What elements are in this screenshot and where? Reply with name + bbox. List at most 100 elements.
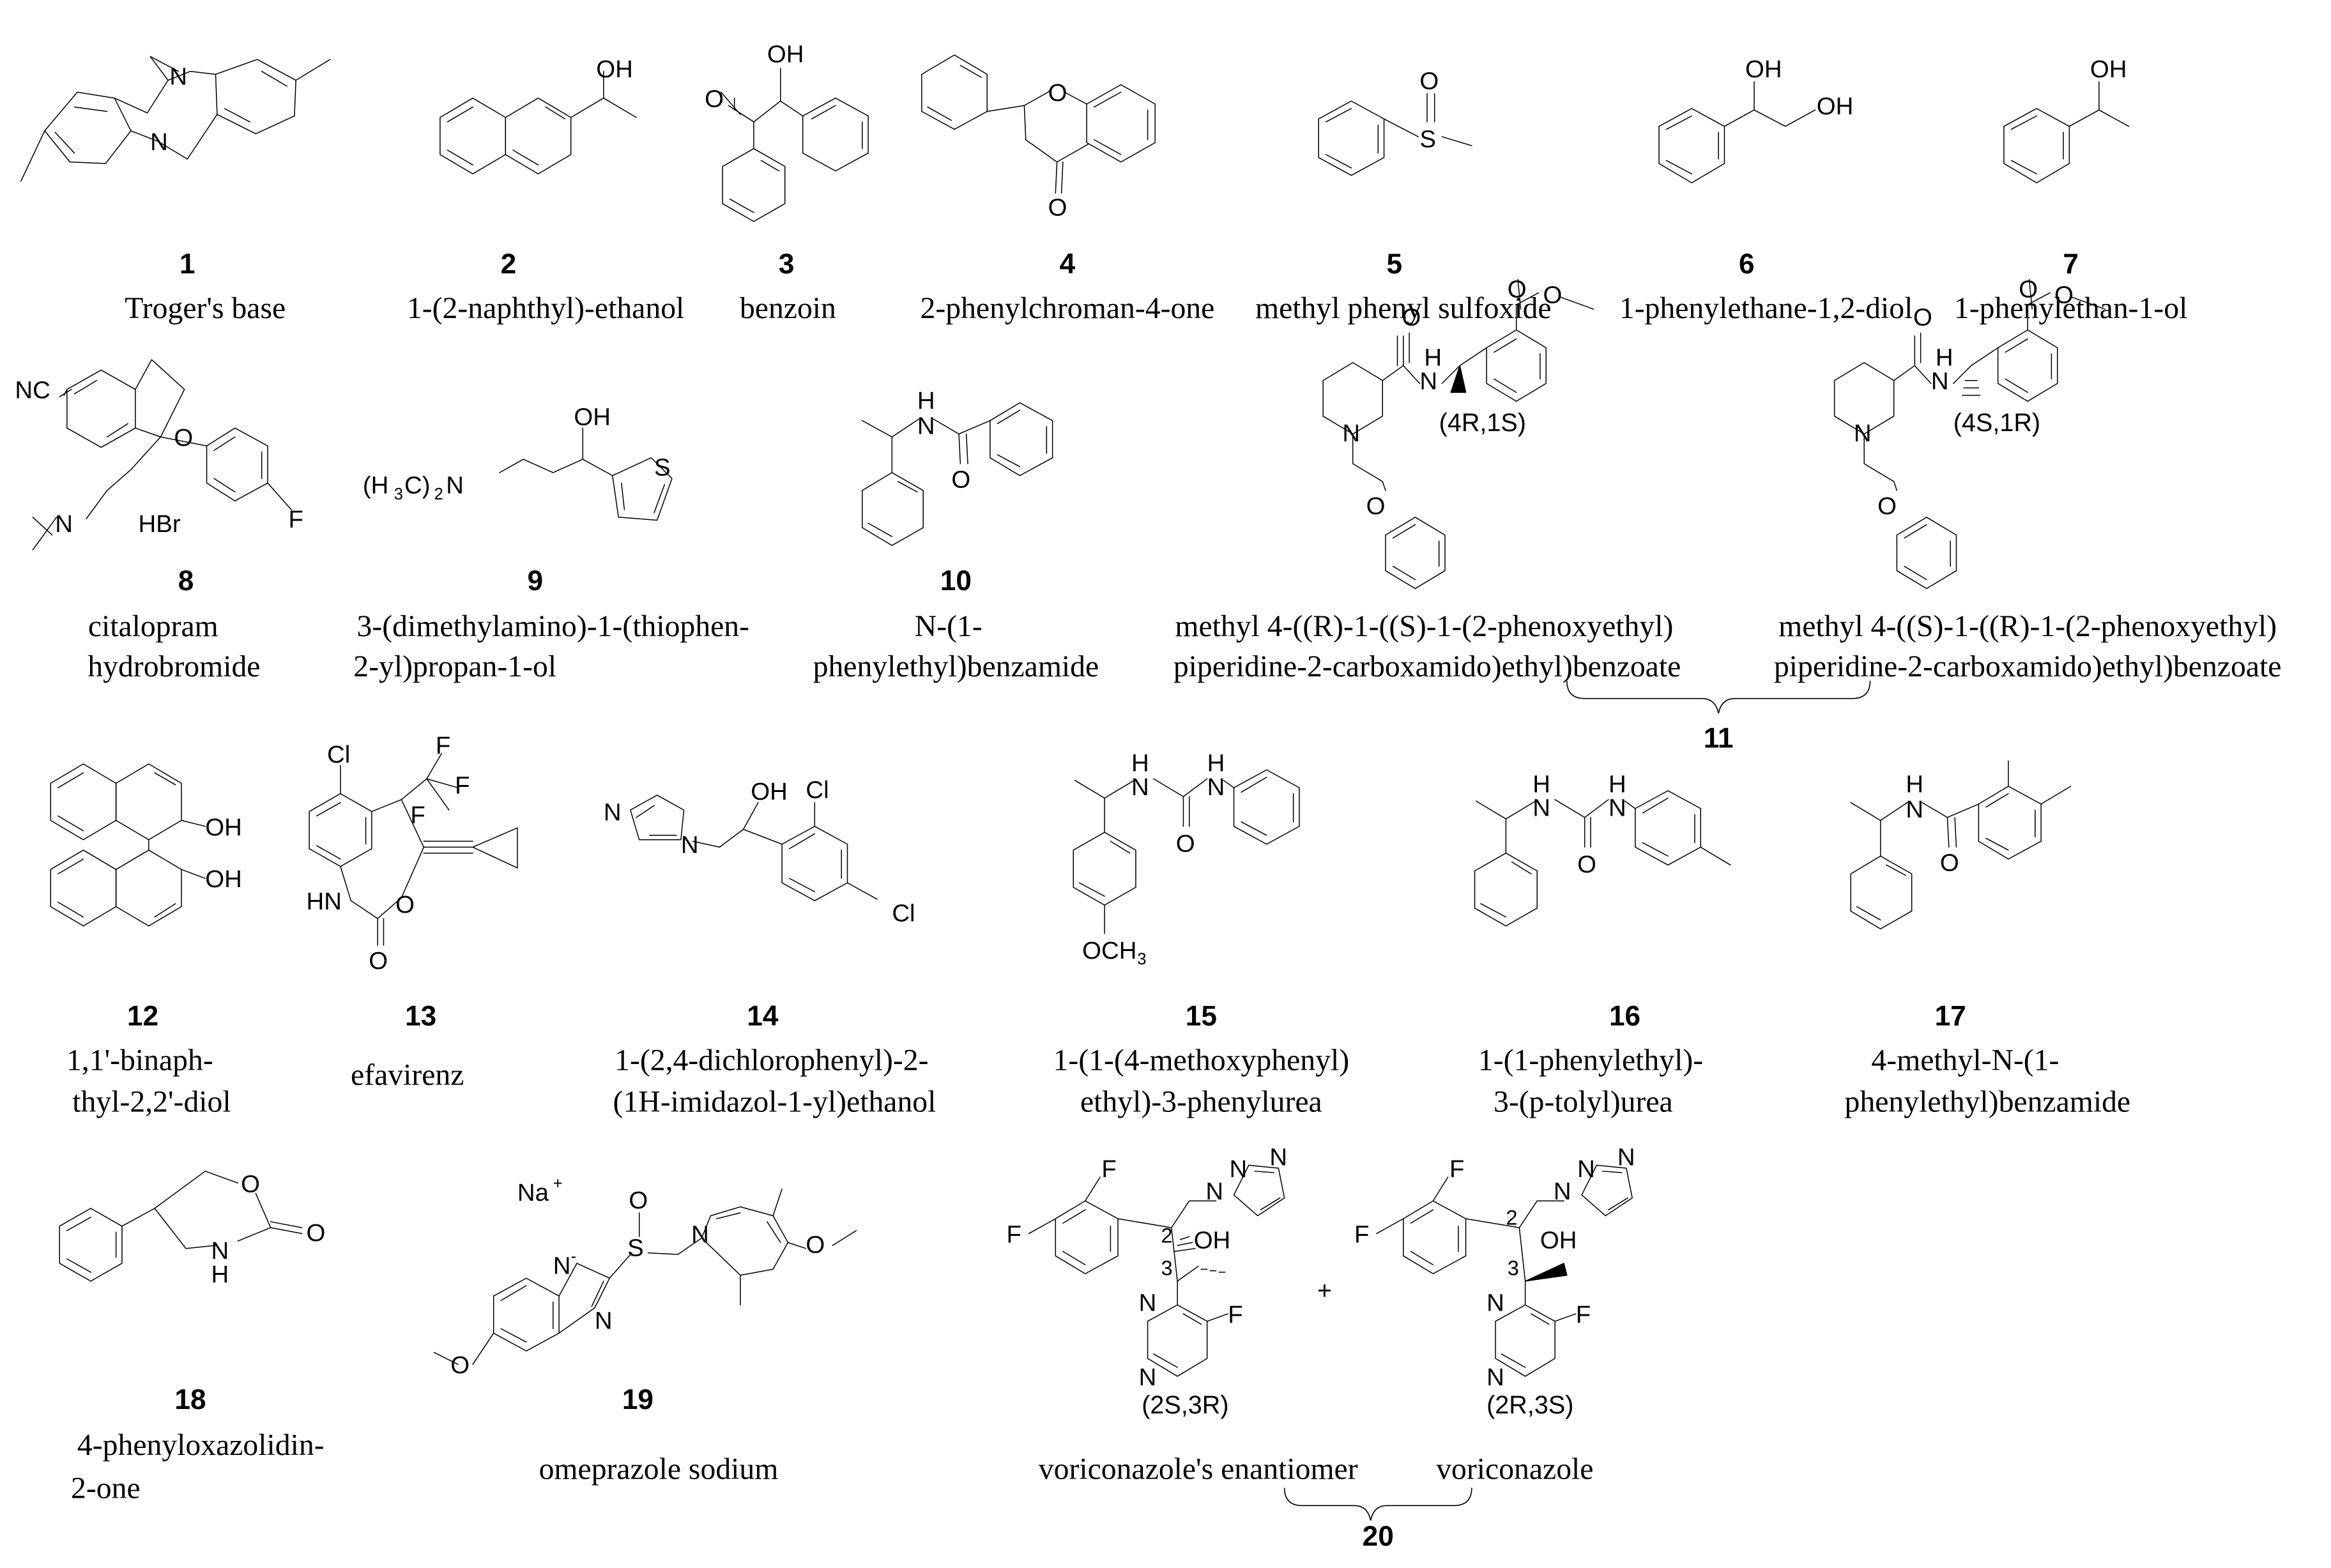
structure-11a (1323, 279, 1594, 588)
svg-text:N: N (150, 128, 168, 156)
svg-text:3: 3 (394, 485, 403, 503)
structure-1-trogers-base (21, 56, 330, 181)
svg-text:H: H (1131, 750, 1149, 777)
structure-14-atoms: N N OH Cl Cl (604, 777, 915, 927)
svg-text:N: N (1931, 368, 1949, 395)
svg-text:N: N (1131, 773, 1149, 801)
svg-text:F: F (1007, 1221, 1021, 1248)
svg-text:O: O (306, 1219, 325, 1247)
svg-text:O: O (1048, 79, 1067, 107)
structure-5-atoms: S O (1419, 68, 1439, 153)
svg-text:H: H (1609, 770, 1626, 798)
compound-name: benzoin (740, 291, 836, 325)
svg-text:N: N (1554, 1178, 1571, 1205)
svg-text:Cl: Cl (806, 777, 829, 804)
svg-text:N: N (1486, 1289, 1504, 1316)
svg-text:OH: OH (767, 41, 804, 68)
svg-text:F: F (1576, 1301, 1591, 1328)
structure-11a-atoms: N O H N O O O (4R,1S) (1342, 275, 1562, 520)
compound-name: 4-methyl-N-(1- (1871, 1043, 2059, 1077)
structure-9-atoms: (H 3 C) 2 N OH S (363, 404, 671, 503)
svg-text:OCH: OCH (1082, 937, 1136, 964)
structure-19-atoms: Na + N - N S O N O O (450, 1175, 825, 1380)
svg-text:+: + (553, 1175, 563, 1193)
stereo-label-11b: (4S,1R) (1953, 409, 2040, 437)
svg-text:O: O (1543, 282, 1563, 309)
svg-text:HBr: HBr (139, 510, 181, 538)
structure-16-atoms: H N H N O (1532, 770, 1626, 878)
structure-20a-atoms: F F N N N OH 2 3 N N F (2S,3R) (1007, 1143, 1288, 1419)
compound-name: 2-one (71, 1472, 141, 1505)
compound-name: methyl 4-((R)-1-((S)-1-(2-phenoxyethyl) (1175, 609, 1673, 643)
compound-name: phenylethyl)benzamide (813, 650, 1099, 683)
stereo-label-20b: (2R,3S) (1486, 1391, 1573, 1419)
compound-number: 17 (1935, 1001, 1966, 1032)
compound-number: 10 (940, 565, 972, 597)
structure-20a-voriconazole-enantiomer (1028, 1165, 1284, 1376)
svg-text:N: N (1230, 1155, 1248, 1183)
compound-number: 14 (747, 1001, 779, 1032)
structure-11b (1835, 279, 2106, 588)
compound-number: 5 (1387, 248, 1403, 280)
structure-7-phenylethanol (2004, 82, 2128, 183)
compound-name: 1-(2,4-dichlorophenyl)-2- (615, 1043, 928, 1077)
compound-name: piperidine-2-carboxamido)ethyl)benzoate (1774, 650, 2281, 683)
structure-10-atoms: H N O (917, 387, 970, 493)
structure-18-atoms: O O N H (211, 1170, 326, 1288)
compound-name: 3-(dimethylamino)-1-(thiophen- (357, 609, 749, 643)
svg-text:F: F (1449, 1155, 1464, 1183)
svg-text:F: F (289, 506, 303, 533)
structure-8-citalopram (33, 360, 291, 550)
compound-name: citalopram (88, 609, 218, 643)
svg-text:H: H (917, 387, 935, 415)
compound-name: thyl-2,2'-diol (72, 1085, 231, 1119)
compound-number: 16 (1609, 1001, 1640, 1032)
compound-number: 11 (1704, 722, 1734, 754)
structure-20b-atoms: F F N N N OH 2 3 N N F (2R,3S) (1354, 1143, 1635, 1419)
svg-text:N: N (1342, 420, 1360, 447)
svg-text:F: F (455, 772, 470, 800)
stereo-label-11a: (4R,1S) (1439, 409, 1526, 437)
svg-text:O: O (2019, 275, 2038, 303)
structure-20b-voriconazole (1377, 1165, 1632, 1376)
svg-text:N: N (691, 1221, 709, 1248)
svg-text:3: 3 (1137, 950, 1146, 968)
structure-4-atoms: O O (1048, 79, 1067, 221)
compound-name: methyl 4-((S)-1-((R)-1-(2-phenoxyethyl) (1778, 609, 2277, 643)
svg-text:O: O (1176, 830, 1195, 857)
compound-name: 1,1'-binaph- (66, 1043, 213, 1077)
compound-number: 13 (405, 1001, 436, 1032)
svg-text:S: S (1419, 125, 1436, 153)
svg-text:(H: (H (363, 472, 389, 499)
svg-text:H: H (211, 1261, 229, 1288)
brace-20 (1285, 1488, 1472, 1520)
structure-6-phenylethanediol (1659, 82, 1815, 183)
svg-text:N: N (1609, 795, 1626, 822)
svg-text:Cl: Cl (327, 741, 350, 768)
structure-16-phenylethyltolylurea (1475, 791, 1731, 926)
svg-text:S: S (654, 454, 671, 482)
structure-19-omeprazole (434, 1189, 857, 1365)
svg-text:OH: OH (1194, 1227, 1231, 1254)
svg-text:F: F (1354, 1221, 1369, 1248)
compound-name: 1-phenylethane-1,2-diol (1619, 291, 1913, 325)
plus-sign: + (1317, 1277, 1332, 1305)
svg-text:N: N (446, 472, 464, 499)
compound-number: 6 (1739, 248, 1755, 280)
svg-text:N: N (1419, 368, 1437, 395)
svg-text:OH: OH (205, 865, 242, 893)
svg-text:N: N (1577, 1155, 1595, 1183)
compound-number: 18 (174, 1384, 206, 1415)
compound-name: 2-yl)propan-1-ol (353, 650, 556, 683)
svg-text:C): C) (404, 472, 431, 499)
compound-name: 1-(1-phenylethyl)- (1478, 1043, 1703, 1077)
compound-name: 1-(2-naphthyl)-ethanol (407, 291, 684, 325)
svg-text:O: O (806, 1231, 825, 1259)
compound-name: voriconazole (1436, 1452, 1593, 1486)
compound-number: 1 (180, 248, 195, 280)
svg-text:-: - (571, 1248, 577, 1266)
svg-text:O: O (450, 1351, 470, 1379)
compound-name: piperidine-2-carboxamido)ethyl)benzoate (1173, 650, 1681, 683)
svg-text:O: O (1366, 492, 1386, 520)
structure-3-atoms: O OH (705, 41, 804, 113)
